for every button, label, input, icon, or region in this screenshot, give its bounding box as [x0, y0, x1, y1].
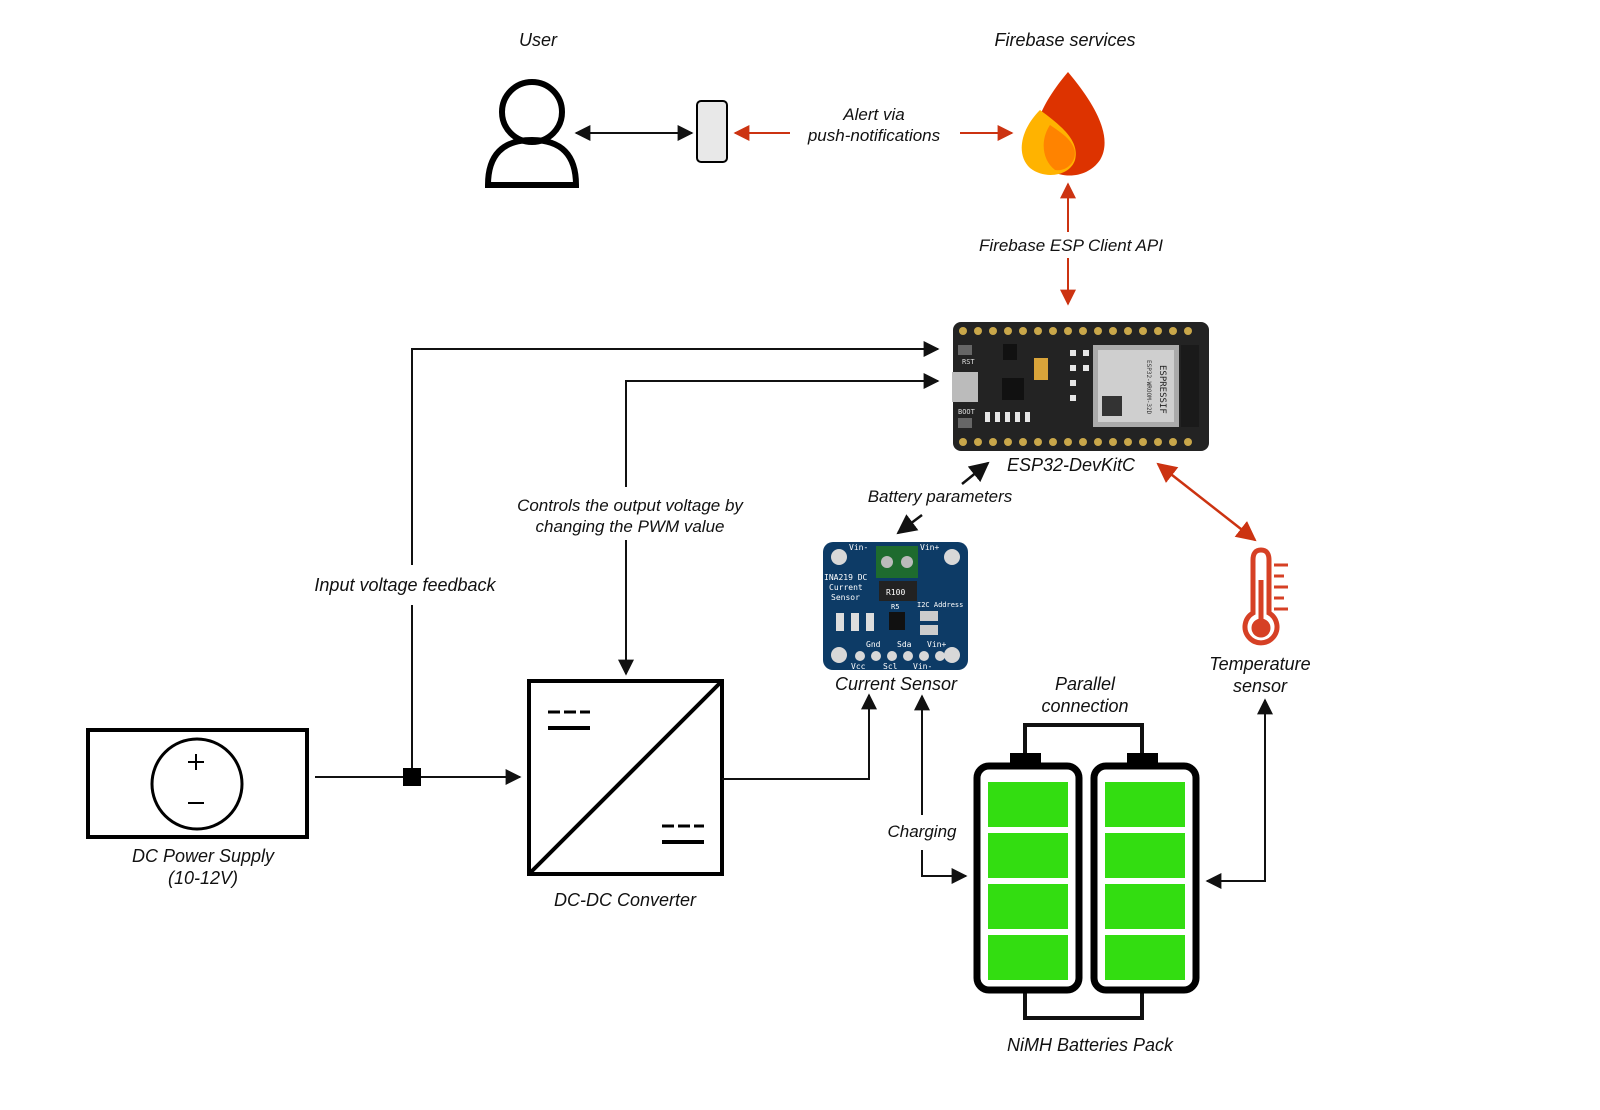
esp-brand-label: ESPRESSIF	[1157, 365, 1167, 414]
parallel-label-line1: Parallel	[1054, 674, 1116, 694]
ina-gnd: Gnd	[866, 640, 881, 649]
ina-sda: Sda	[897, 640, 912, 649]
ina219-board-icon: Vin- Vin+ INA219 DC Current Sensor R100 …	[823, 542, 968, 671]
charging-line-lower	[921, 850, 968, 884]
dcdc-converter-icon	[527, 679, 724, 876]
ina-title1: INA219 DC	[824, 573, 868, 582]
sensor-to-esp-arrow	[961, 461, 990, 485]
battery-icon	[973, 753, 1083, 994]
phone-icon	[696, 100, 728, 163]
input-feedback-line-upper	[411, 341, 940, 565]
temperature-label-line1: Temperature	[1209, 654, 1311, 674]
temperature-label-line2: sensor	[1232, 676, 1288, 696]
input-feedback-label: Input voltage feedback	[314, 575, 496, 595]
alert-label-line1: Alert via	[843, 105, 905, 124]
nimh-label: NiMH Batteries Pack	[1006, 1035, 1174, 1055]
esp32-label: ESP32-DevKitC	[1006, 455, 1136, 475]
firebase-services-label: Firebase services	[994, 30, 1136, 50]
esp-rst-label: RST	[962, 358, 975, 366]
esp-to-sensor-arrow	[896, 514, 923, 535]
dc-supply-label-line2: (10-12V)	[167, 868, 239, 888]
ina-r5: R5	[891, 603, 899, 611]
ina-scl: Scl	[883, 662, 898, 671]
junction-node	[403, 768, 421, 786]
dc-supply-label-line1: DC Power Supply	[131, 846, 275, 866]
converter-to-sensor-line	[722, 693, 877, 780]
dcdc-label: DC-DC Converter	[553, 890, 697, 910]
esp-module-label: ESP32-WROOM-32D	[1145, 360, 1152, 415]
parallel-wire-top	[1023, 723, 1144, 753]
ina-vcc: Vcc	[851, 662, 866, 671]
ina-title2: Current	[829, 583, 863, 592]
controls-label-line2: changing the PWM value	[535, 517, 725, 536]
battery-parameters-label: Battery parameters	[867, 487, 1013, 506]
ina-vin-plus-b: Vin+	[927, 640, 946, 649]
firebase-api-label: Firebase ESP Client API	[979, 236, 1163, 255]
thermometer-icon	[1242, 547, 1288, 646]
ina-vin-minus-b: Vin-	[913, 662, 932, 671]
pwm-control-line	[625, 373, 940, 487]
esp-temp-arrow	[1156, 462, 1257, 542]
ina-resistor: R100	[886, 588, 905, 597]
esp-boot-label: BOOT	[958, 408, 976, 416]
alert-label-line2: push-notifications	[807, 126, 941, 145]
esp32-board-icon: RST BOOT ESPRESSIF ESP32-WROOM-32D	[952, 322, 1209, 451]
user-icon	[484, 79, 580, 188]
ina-vin-plus: Vin+	[920, 543, 939, 552]
firebase-flame-icon	[1021, 72, 1105, 176]
user-label: User	[518, 30, 557, 50]
ina-title3: Sensor	[831, 593, 860, 602]
battery-temp-line	[1205, 698, 1273, 889]
controls-label-line1: Controls the output voltage by	[517, 496, 743, 515]
parallel-wire-bottom	[1023, 990, 1144, 1020]
ina-i2c: I2C Address	[917, 601, 963, 609]
charging-label: Charging	[887, 822, 957, 841]
current-sensor-label: Current Sensor	[834, 674, 958, 694]
ina-vin-minus: Vin-	[849, 543, 868, 552]
dc-supply-icon	[86, 728, 309, 839]
parallel-label-line2: connection	[1041, 696, 1129, 716]
battery-icon	[1090, 753, 1200, 994]
